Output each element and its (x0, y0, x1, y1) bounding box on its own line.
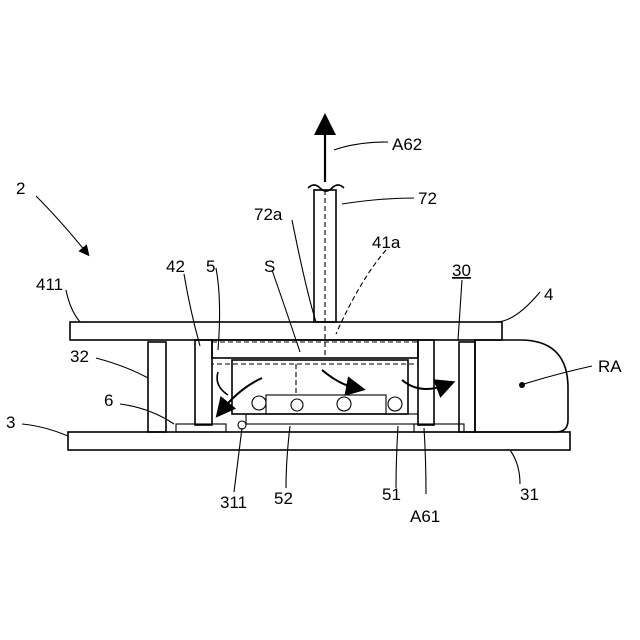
chip-51 (232, 360, 408, 414)
label-5: 5 (206, 257, 215, 276)
label-4: 4 (544, 285, 553, 304)
pipe-72 (308, 185, 344, 358)
label-2: 2 (16, 179, 25, 198)
label-3: 3 (6, 413, 15, 432)
label-311: 311 (220, 493, 247, 512)
label-s: S (264, 257, 275, 276)
label-41a: 41a (372, 233, 401, 252)
label-42: 42 (166, 257, 185, 276)
inner-wall-42 (195, 340, 212, 425)
label-411: 411 (36, 275, 63, 294)
label-32: 32 (70, 347, 89, 366)
inner-wall-right (418, 340, 475, 432)
label-30: 30 (452, 261, 471, 280)
label-51: 51 (382, 485, 401, 504)
label-72: 72 (418, 189, 437, 208)
label-72a: 72a (254, 205, 283, 224)
label-31: 31 (520, 485, 539, 504)
space-s-outline (212, 342, 418, 395)
substrate-52 (246, 414, 418, 424)
label-ra: RA (598, 357, 622, 376)
label-52: 52 (274, 489, 293, 508)
base-plate-31 (68, 432, 570, 450)
label-a61: A61 (410, 507, 440, 526)
flow-arrows (217, 370, 446, 410)
label-a62: A62 (392, 135, 422, 154)
leader-lines (22, 142, 592, 494)
label-6: 6 (104, 391, 113, 410)
housing-wall-32 (148, 342, 166, 432)
cover-plate-411 (70, 322, 502, 358)
